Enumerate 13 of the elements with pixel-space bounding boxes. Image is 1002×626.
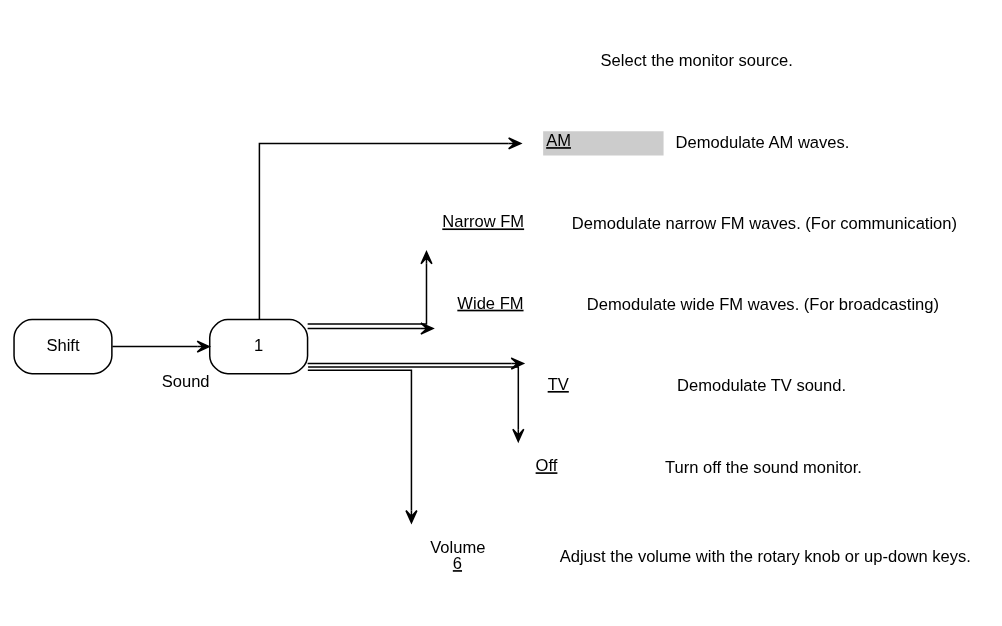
node-text: Narrow FM bbox=[442, 211, 525, 231]
node-label: Demodulate AM waves. bbox=[675, 132, 850, 152]
node-label: Demodulate narrow FM waves. (For communication) bbox=[571, 213, 958, 233]
node-text: Wide FM bbox=[457, 293, 524, 313]
node-label: Demodulate wide FM waves. (For broadcasting) bbox=[586, 294, 940, 314]
node-label: Turn off the sound monitor. bbox=[665, 457, 862, 477]
node-text: Off bbox=[535, 455, 558, 475]
node-label: Demodulate TV sound. bbox=[677, 375, 847, 395]
node-text: TV bbox=[547, 374, 569, 394]
node-label: Sound bbox=[161, 371, 210, 391]
label: Select the monitor source. bbox=[600, 50, 793, 70]
node-text: Volume 6 bbox=[430, 537, 486, 573]
node-label: Adjust the volume with the rotary knob or up-down keys. bbox=[559, 546, 971, 566]
